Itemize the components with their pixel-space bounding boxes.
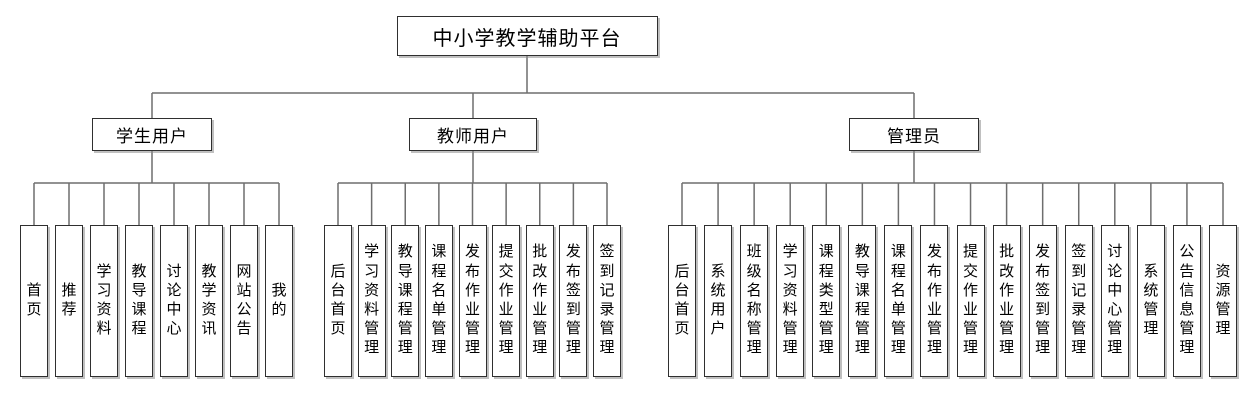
leaf-node-label: 教导课程管理 (397, 244, 413, 357)
leaf-node-label: 教导课程管理 (854, 244, 870, 357)
leaf-node-label: 讨论中心 (166, 263, 182, 338)
leaf-node: 发布作业管理 (458, 225, 487, 377)
leaf-node-label: 网站公告 (236, 263, 252, 338)
leaf-node-label: 首页 (26, 282, 42, 318)
leaf-node: 签到记录管理 (593, 225, 621, 377)
leaf-node-label: 教学资讯 (201, 263, 217, 338)
leaf-node-label: 学习资料 (96, 263, 112, 338)
leaf-node: 批改作业管理 (992, 225, 1021, 377)
leaf-node-label: 学习资料管理 (364, 244, 380, 357)
leaf-node-label: 我的 (271, 282, 287, 318)
leaf-node: 教导课程管理 (391, 225, 420, 377)
leaf-node-label: 提交作业管理 (963, 244, 979, 357)
leaf-node-label: 资源管理 (1215, 263, 1231, 338)
leaf-node-label: 签到记录管理 (1071, 244, 1087, 357)
leaf-node-label: 提交作业管理 (498, 244, 514, 357)
branch-node-admin: 管理员 (849, 118, 979, 151)
leaf-node-label: 课程类型管理 (818, 244, 834, 357)
leaf-node: 讨论中心 (160, 225, 188, 377)
leaf-node-label: 系统用户 (710, 263, 726, 338)
leaf-node-label: 发布签到管理 (1035, 244, 1051, 357)
leaf-node-label: 签到记录管理 (599, 244, 615, 357)
leaf-node: 我的 (265, 225, 293, 377)
leaf-node: 批改作业管理 (525, 225, 554, 377)
leaf-node: 后台首页 (668, 225, 696, 377)
leaf-node: 教导课程 (125, 225, 153, 377)
leaf-node: 后台首页 (324, 225, 352, 377)
branch-node-label: 管理员 (887, 127, 941, 146)
leaf-node-label: 系统管理 (1143, 263, 1159, 338)
leaf-node: 提交作业管理 (492, 225, 521, 377)
leaf-node-label: 后台首页 (674, 263, 690, 338)
root-node-label: 中小学教学辅助平台 (432, 27, 622, 50)
leaf-node: 教导课程管理 (848, 225, 877, 377)
leaf-node: 讨论中心管理 (1100, 225, 1129, 377)
leaf-node-label: 讨论中心管理 (1107, 244, 1123, 357)
leaf-node: 发布作业管理 (920, 225, 949, 377)
leaf-node: 学习资料 (90, 225, 118, 377)
leaf-node: 提交作业管理 (956, 225, 985, 377)
leaf-node-label: 发布作业管理 (926, 244, 942, 357)
leaf-node: 系统管理 (1136, 225, 1165, 377)
leaf-node: 课程名单管理 (884, 225, 913, 377)
branch-node-teacher-user: 教师用户 (409, 118, 537, 151)
leaf-node-label: 发布作业管理 (464, 244, 480, 357)
leaf-node: 发布签到管理 (559, 225, 588, 377)
leaf-node: 系统用户 (704, 225, 733, 377)
leaf-node: 学习资料管理 (357, 225, 386, 377)
leaf-node-label: 批改作业管理 (532, 244, 548, 357)
leaf-node-label: 课程名单管理 (431, 244, 447, 357)
leaf-node: 发布签到管理 (1028, 225, 1057, 377)
leaf-node-label: 后台首页 (330, 263, 346, 338)
leaf-node: 推荐 (55, 225, 83, 377)
leaf-node: 学习资料管理 (776, 225, 805, 377)
leaf-node-label: 批改作业管理 (999, 244, 1015, 357)
leaf-node-label: 班级名称管理 (746, 244, 762, 357)
leaf-node: 课程类型管理 (812, 225, 841, 377)
leaf-node-label: 推荐 (61, 282, 77, 318)
leaf-node-label: 教导课程 (131, 263, 147, 338)
leaf-node: 签到记录管理 (1064, 225, 1093, 377)
leaf-node: 首页 (20, 225, 48, 377)
branch-node-student-user: 学生用户 (92, 118, 212, 151)
leaf-node-label: 公告信息管理 (1179, 244, 1195, 357)
leaf-node: 资源管理 (1209, 225, 1237, 377)
leaf-node: 课程名单管理 (424, 225, 453, 377)
leaf-node-label: 学习资料管理 (782, 244, 798, 357)
leaf-node: 班级名称管理 (740, 225, 769, 377)
branch-node-label: 学生用户 (116, 127, 188, 146)
branch-node-label: 教师用户 (437, 127, 509, 146)
leaf-node: 网站公告 (230, 225, 258, 377)
root-node: 中小学教学辅助平台 (396, 16, 658, 56)
leaf-node: 教学资讯 (195, 225, 223, 377)
leaf-node-label: 发布签到管理 (565, 244, 581, 357)
leaf-node: 公告信息管理 (1172, 225, 1201, 377)
leaf-node-label: 课程名单管理 (890, 244, 906, 357)
